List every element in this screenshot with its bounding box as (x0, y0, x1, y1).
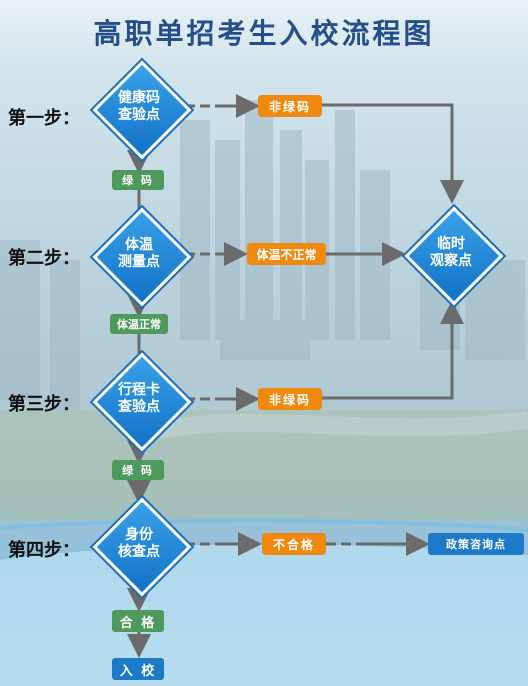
green-code-box-2: 绿 码 (112, 460, 164, 480)
step-2-label: 第二步： (8, 248, 80, 269)
page-title: 高职单招考生入校流程图 (93, 17, 435, 50)
identity-check-node: 身份 核查点 (92, 497, 192, 597)
temperature-abnormal-box: 体温不正常 (247, 243, 326, 265)
temperature-check-node: 体温 测量点 (92, 207, 192, 307)
step-1-label: 第一步： (8, 108, 80, 129)
node-label: 身份 核查点 (118, 527, 160, 560)
policy-consultation-point-box: 政策咨询点 (428, 533, 524, 555)
health-code-check-node: 健康码 查验点 (92, 60, 192, 160)
step-3-label: 第三步： (8, 394, 80, 415)
not-green-code-box-2: 非绿码 (258, 388, 322, 410)
not-green-code-box-1: 非绿码 (258, 95, 322, 117)
node-label: 体温 测量点 (118, 237, 160, 270)
node-label: 行程卡 查验点 (118, 382, 160, 415)
enter-school-box: 入 校 (112, 658, 164, 680)
green-code-box-1: 绿 码 (112, 170, 164, 190)
observation-point-node: 临时 观察点 (404, 206, 504, 306)
node-label: 临时 观察点 (430, 236, 472, 269)
step-4-label: 第四步： (8, 540, 80, 561)
qualified-box: 合 格 (112, 610, 164, 632)
unqualified-box: 不合格 (262, 533, 326, 555)
itinerary-card-check-node: 行程卡 查验点 (92, 352, 192, 452)
temperature-normal-box: 体温正常 (110, 314, 168, 334)
node-label: 健康码 查验点 (118, 90, 160, 123)
